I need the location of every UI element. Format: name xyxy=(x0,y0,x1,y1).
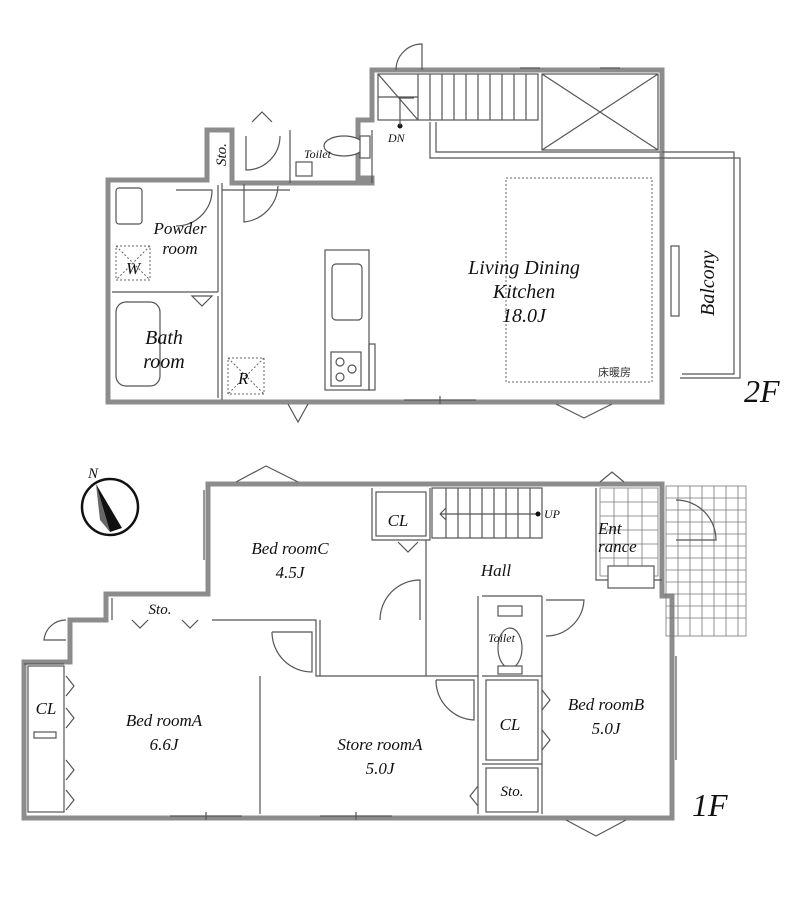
closet-c-frame xyxy=(375,491,427,537)
storage-2f-label: Sto. xyxy=(214,143,230,166)
powder-room-label-line2: room xyxy=(162,239,197,258)
floor-heating-label: 床暖房 xyxy=(598,365,631,379)
door-entrance xyxy=(675,499,717,541)
ldk-size: 18.0J xyxy=(502,305,547,327)
powder-room-label-line1: Powder xyxy=(153,219,207,238)
door-bed-c xyxy=(379,579,421,621)
window-2f-bottom xyxy=(287,403,613,424)
store-room-a-label: Store roomA xyxy=(337,735,423,754)
bed-room-b-size: 5.0J xyxy=(592,719,622,738)
bed-room-a-label: Bed roomA xyxy=(126,711,203,730)
storage-a-doors xyxy=(131,619,199,629)
toilet-2f-label: Toilet xyxy=(304,147,332,161)
closet-a-frame xyxy=(27,665,65,813)
stairs-1f xyxy=(431,487,543,539)
stairs-down-label: DN xyxy=(387,131,406,145)
window-2f-top xyxy=(251,67,620,404)
hall-label: Hall xyxy=(480,561,512,580)
kitchen-counter xyxy=(324,249,376,391)
ldk-label-line2: Kitchen xyxy=(492,281,555,303)
compass: N xyxy=(80,466,140,537)
partitions-1f xyxy=(24,488,662,814)
door-2f-bath xyxy=(190,295,214,307)
second-floor: Living Dining Kitchen 18.0J 床暖房 Balcony … xyxy=(105,43,780,424)
partition-wet-area xyxy=(112,130,373,400)
floor-heating-area xyxy=(505,177,653,383)
second-floor-label: 2F xyxy=(744,373,780,409)
windows-1f xyxy=(170,465,677,837)
door-2f-top xyxy=(395,43,423,71)
fridge-label: R xyxy=(237,369,249,388)
closet-b-frame xyxy=(485,679,539,761)
storage-b-label: Sto. xyxy=(501,784,524,800)
bed-room-b-label: Bed roomB xyxy=(568,695,645,714)
door-2f-powder xyxy=(175,189,213,227)
store-room-a-size: 5.0J xyxy=(366,759,396,778)
first-floor-outer-wall xyxy=(21,481,675,821)
toilet-1f-label: Toilet xyxy=(488,631,516,645)
toilet-fixture-1f xyxy=(497,605,523,675)
closet-a-label: CL xyxy=(36,699,57,718)
door-2f-entry xyxy=(245,135,281,171)
ldk-label-line1: Living Dining xyxy=(467,257,580,279)
washer-space xyxy=(115,245,151,281)
wash-basin xyxy=(115,187,143,225)
balcony xyxy=(662,151,735,375)
entrance-label-line1: Ent xyxy=(597,519,623,538)
closet-a-doors xyxy=(65,675,75,811)
stairs-up-label: UP xyxy=(544,507,561,521)
stairs-2f xyxy=(377,73,741,379)
north-label: N xyxy=(87,466,99,482)
door-store-a xyxy=(435,679,475,721)
bath-room-label-line2: room xyxy=(143,351,184,373)
bathtub xyxy=(115,301,161,387)
bath-room-label-line1: Bath xyxy=(145,327,183,349)
toilet-fixture-2f xyxy=(295,135,371,177)
closet-c-label: CL xyxy=(388,511,409,530)
bed-room-a-size: 6.6J xyxy=(150,735,180,754)
storage-b-frame xyxy=(485,767,539,813)
balcony-label: Balcony xyxy=(697,250,719,316)
door-bed-b xyxy=(545,599,585,637)
door-bed-a xyxy=(271,631,313,673)
entrance-label-line2: rance xyxy=(598,537,637,556)
door-entrance-flap xyxy=(599,471,625,483)
first-floor: Bed roomC 4.5J CL Hall UP Ent rance Sto.… xyxy=(21,465,747,837)
porch-tiles xyxy=(665,485,747,637)
door-2f-hall xyxy=(243,184,279,223)
second-floor-outer-wall xyxy=(105,67,665,405)
storage-a-label: Sto. xyxy=(149,602,172,618)
bed-room-c-label: Bed roomC xyxy=(251,539,329,558)
entrance-tiles xyxy=(599,487,659,589)
first-floor-label: 1F xyxy=(692,787,728,823)
closet-b-label: CL xyxy=(500,715,521,734)
fridge-space xyxy=(227,357,265,395)
washer-label: W xyxy=(126,259,142,278)
void-area xyxy=(541,73,659,151)
bed-room-c-size: 4.5J xyxy=(276,563,306,582)
door-closet-a-side xyxy=(43,619,67,641)
